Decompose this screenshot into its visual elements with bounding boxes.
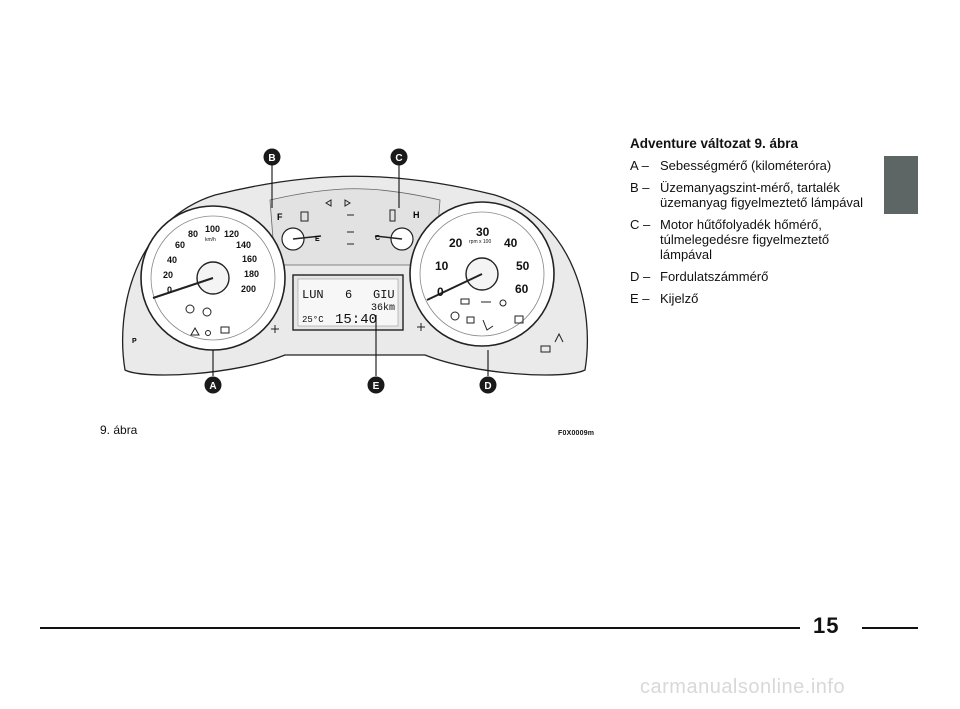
callout-c: C [395, 153, 402, 164]
display-time: 15:40 [335, 312, 377, 328]
callout-markers [204, 148, 497, 394]
speed-label-180: 180 [244, 269, 259, 279]
instrument-cluster-drawing: 0 20 40 60 80 100 120 140 160 180 200 km… [122, 148, 588, 394]
legend-title: Adventure változat 9. ábra [630, 136, 799, 151]
speedometer-warning-icons [185, 304, 230, 336]
legend-text: Sebességmérő (kilométeróra) [660, 158, 832, 173]
tach-label-0: 0 [437, 285, 444, 299]
speed-label-60: 60 [175, 240, 185, 250]
footer-rule-right [862, 627, 918, 629]
legend-item: B – Üzemanyagszint-mérő, tartalék üzeman… [630, 180, 870, 210]
callout-d: D [484, 381, 491, 392]
display-day: LUN [302, 288, 324, 302]
fuel-full-label: F [277, 212, 283, 222]
page-number: 15 [813, 613, 840, 638]
speed-label-40: 40 [167, 255, 177, 265]
tach-label-40: 40 [504, 236, 518, 250]
callout-leaders [212, 165, 489, 376]
display-month: GIU [373, 288, 395, 302]
legend-item: E – Kijelző [630, 291, 870, 306]
fuel-empty-label: E [315, 236, 320, 243]
tachometer-warning-icons [450, 298, 524, 331]
speedometer [140, 205, 286, 351]
display-date: 6 [345, 288, 352, 302]
park-icon: P [132, 338, 137, 345]
figure-code: F0X0009m [558, 430, 595, 437]
tach-label-30: 30 [476, 225, 490, 239]
figure-caption: 9. ábra [100, 423, 138, 437]
coolant-temp-gauge [374, 209, 414, 251]
tach-unit: rpm x 100 [469, 239, 491, 245]
speed-label-0: 0 [167, 285, 172, 295]
instrument-cluster-figure: 0 20 40 60 80 100 120 140 160 180 200 km… [95, 140, 615, 450]
callout-a: A [209, 381, 216, 392]
legend-item: A – Sebességmérő (kilométeróra) [630, 158, 870, 173]
section-thumb-tab [884, 156, 918, 214]
temp-hot-label: H [413, 210, 420, 220]
display-odometer: 36km [371, 302, 395, 314]
speed-label-140: 140 [236, 240, 251, 250]
legend-text: Fordulatszámmérő [660, 269, 769, 284]
footer-rule-left [40, 627, 800, 629]
legend-text: Motor hűtőfolyadék hőmérő, túlmelegedésr… [660, 217, 830, 262]
tach-label-10: 10 [435, 259, 449, 273]
display-temperature: 25°C [302, 315, 324, 325]
legend-key: E – [630, 291, 650, 306]
legend-item: D – Fordulatszámmérő [630, 269, 870, 284]
center-indicator-icons [325, 199, 354, 245]
speed-label-200: 200 [241, 284, 256, 294]
fuel-gauge [281, 211, 322, 251]
tach-label-60: 60 [515, 282, 529, 296]
legend-key: C – [630, 217, 651, 232]
speed-label-80: 80 [188, 229, 198, 239]
legend-key: B – [630, 180, 650, 195]
tach-label-20: 20 [449, 236, 463, 250]
tach-label-50: 50 [516, 259, 530, 273]
speed-label-120: 120 [224, 229, 239, 239]
legend-text: Kijelző [660, 291, 699, 306]
callout-e: E [373, 381, 380, 392]
housing-icons [271, 323, 564, 353]
lcd-display [292, 274, 404, 331]
legend-text: Üzemanyagszint-mérő, tartalék üzemanyag … [660, 180, 864, 210]
speed-label-100: 100 [205, 224, 220, 234]
callout-b: B [268, 153, 275, 164]
speed-unit: km/h [205, 237, 216, 243]
legend-key: A – [630, 158, 649, 173]
legend-key: D – [630, 269, 651, 284]
speed-label-160: 160 [242, 254, 257, 264]
temp-cold-label: C [375, 235, 380, 242]
legend-block: Adventure változat 9. ábra A – Sebességm… [630, 136, 870, 313]
legend-item: C – Motor hűtőfolyadék hőmérő, túlmelege… [630, 217, 870, 262]
watermark: carmanualsonline.info [640, 676, 846, 698]
speed-label-20: 20 [163, 270, 173, 280]
tachometer [409, 201, 555, 347]
